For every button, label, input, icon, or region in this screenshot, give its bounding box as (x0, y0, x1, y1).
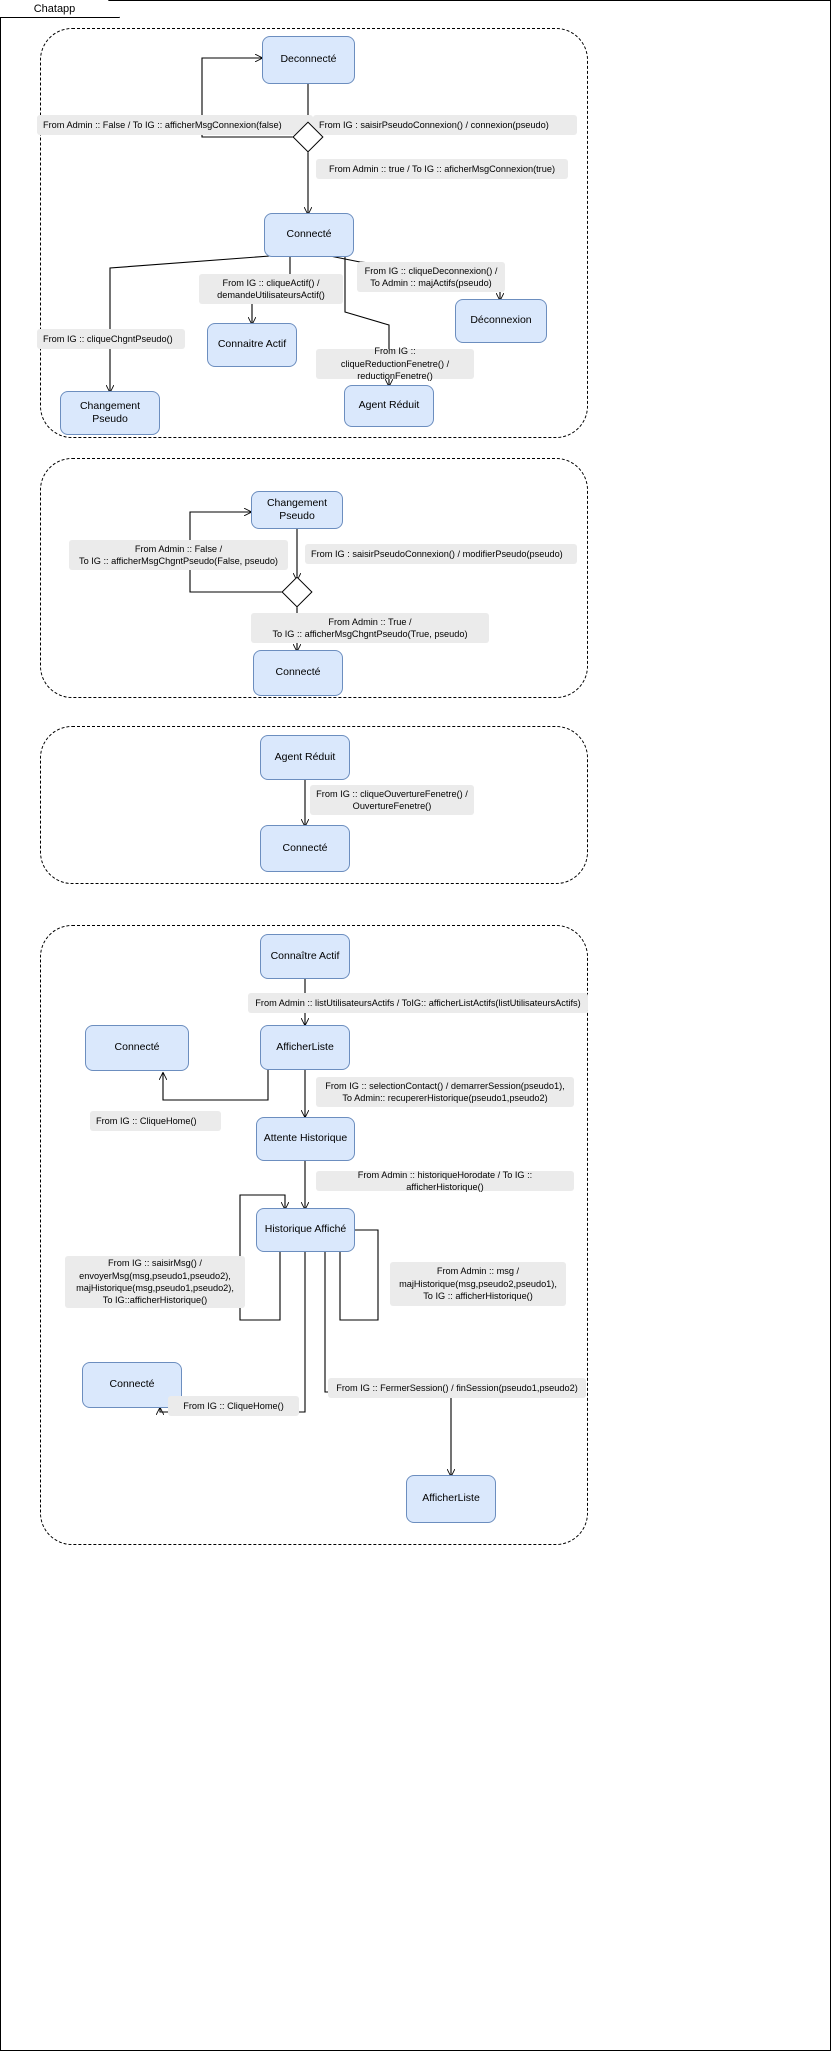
state-label: AfficherListe (422, 1492, 480, 1505)
label-clique-chgnt-pseudo: From IG :: cliqueChgntPseudo() (37, 329, 185, 349)
state-connecte-panel2[interactable]: Connecté (253, 650, 343, 696)
label-text: From IG :: cliqueActif() / demandeUtilis… (217, 277, 325, 300)
panel-changement-pseudo (40, 458, 588, 698)
state-label: Agent Réduit (358, 399, 420, 412)
label-text: From IG :: FermerSession() / finSession(… (336, 1382, 578, 1393)
label-saisir-pseudo-connexion: From IG : saisirPseudoConnexion() / conn… (313, 115, 577, 135)
label-text: From Admin :: true / To IG :: aficherMsg… (328, 163, 556, 174)
panel-connexion (40, 28, 588, 438)
label-text: From IG :: cliqueReductionFenetre() / re… (340, 346, 450, 382)
state-label: Connecté (286, 228, 332, 241)
state-label: Déconnexion (470, 314, 532, 327)
label-text: From IG :: cliqueChgntPseudo() (43, 333, 173, 344)
state-label: Changement Pseudo (79, 399, 141, 425)
state-label: Connecté (114, 1041, 160, 1054)
label-text: From Admin :: listUtilisateursActifs / T… (255, 997, 581, 1008)
state-connaitre-actif-panel1[interactable]: Connaitre Actif (207, 323, 297, 367)
label-text: From IG : saisirPseudoConnexion() / conn… (319, 119, 549, 130)
label-text: From Admin :: historiqueHorodate / To IG… (357, 1169, 533, 1192)
panel-session-historique (40, 925, 588, 1545)
diagram-title: Chatapp (33, 2, 76, 15)
label-text: From IG :: cliqueOuvertureFenetre() / Ou… (316, 788, 468, 811)
label-text: From IG :: saisirMsg() / envoyerMsg(msg,… (76, 1258, 234, 1306)
state-agent-reduit-panel1[interactable]: Agent Réduit (344, 385, 434, 427)
label-saisir-msg: From IG :: saisirMsg() / envoyerMsg(msg,… (65, 1256, 245, 1308)
state-label: Connaître Actif (270, 949, 340, 962)
label-text: From IG :: cliqueDeconnexion() / To Admi… (364, 265, 498, 288)
label-chgnt-admin-true: From Admin :: True / To IG :: afficherMs… (251, 613, 489, 643)
state-deconnecte[interactable]: Deconnecté (262, 36, 355, 84)
label-selection-contact: From IG :: selectionContact() / demarrer… (316, 1077, 574, 1107)
state-afficher-liste-top[interactable]: AfficherListe (260, 1025, 350, 1070)
label-admin-true: From Admin :: true / To IG :: aficherMsg… (316, 159, 568, 179)
label-text: From Admin :: True / To IG :: afficherMs… (272, 616, 468, 639)
label-clique-home-bottom: From IG :: CliqueHome() (168, 1396, 299, 1416)
diagram-title-tab: Chatapp (0, 0, 120, 18)
state-label: Historique Affiché (264, 1223, 347, 1236)
state-label: AfficherListe (276, 1040, 334, 1053)
state-label: Agent Réduit (274, 750, 336, 763)
state-connecte-panel4-bottom[interactable]: Connecté (82, 1362, 182, 1408)
state-changement-pseudo-panel2[interactable]: Changement Pseudo (251, 491, 343, 529)
state-label: Deconnecté (280, 53, 337, 66)
label-text: From Admin :: msg / majHistorique(msg,ps… (399, 1266, 557, 1302)
state-label: Attente Historique (263, 1132, 348, 1145)
state-connecte-panel4-top[interactable]: Connecté (85, 1025, 189, 1071)
state-label: Connecté (109, 1378, 155, 1391)
label-fermer-session: From IG :: FermerSession() / finSession(… (328, 1378, 586, 1398)
label-chgnt-saisir-pseudo: From IG : saisirPseudoConnexion() / modi… (305, 544, 577, 564)
state-label: Connecté (275, 666, 321, 679)
state-connaitre-actif-panel4[interactable]: Connaître Actif (260, 934, 350, 979)
state-afficher-liste-bottom[interactable]: AfficherListe (406, 1475, 496, 1523)
label-text: From IG : saisirPseudoConnexion() / modi… (311, 548, 563, 559)
state-changement-pseudo-panel1[interactable]: Changement Pseudo (60, 391, 160, 435)
label-text: From IG :: selectionContact() / demarrer… (325, 1080, 565, 1103)
label-clique-home-top: From IG :: CliqueHome() (90, 1111, 221, 1131)
state-label: Changement Pseudo (266, 496, 328, 522)
label-text: From Admin :: False / To IG :: afficherM… (79, 543, 278, 566)
state-attente-historique[interactable]: Attente Historique (256, 1117, 355, 1161)
label-clique-reduction-fenetre: From IG :: cliqueReductionFenetre() / re… (316, 346, 474, 381)
label-admin-false: From Admin :: False / To IG :: afficherM… (37, 115, 313, 135)
state-label: Connecté (282, 841, 328, 854)
label-admin-msg: From Admin :: msg / majHistorique(msg,ps… (390, 1262, 566, 1306)
panel-agent-reduit (40, 726, 588, 884)
label-text: From IG :: CliqueHome() (183, 1400, 284, 1411)
label-ouverture-fenetre: From IG :: cliqueOuvertureFenetre() / Ou… (310, 785, 474, 815)
label-clique-actif: From IG :: cliqueActif() / demandeUtilis… (199, 274, 343, 304)
label-chgnt-admin-false: From Admin :: False / To IG :: afficherM… (69, 540, 288, 570)
state-agent-reduit-panel3[interactable]: Agent Réduit (260, 735, 350, 780)
label-list-utilisateurs-actifs: From Admin :: listUtilisateursActifs / T… (248, 993, 588, 1013)
state-deconnexion[interactable]: Déconnexion (455, 299, 547, 343)
state-label: Connaitre Actif (217, 338, 287, 351)
label-text: From IG :: CliqueHome() (96, 1115, 197, 1126)
label-historique-horodate: From Admin :: historiqueHorodate / To IG… (316, 1169, 574, 1192)
label-clique-deconnexion: From IG :: cliqueDeconnexion() / To Admi… (357, 262, 505, 292)
state-connecte-panel1[interactable]: Connecté (264, 213, 354, 257)
label-text: From Admin :: False / To IG :: afficherM… (43, 119, 282, 130)
state-connecte-panel3[interactable]: Connecté (260, 825, 350, 872)
state-historique-affiche[interactable]: Historique Affiché (256, 1208, 355, 1252)
